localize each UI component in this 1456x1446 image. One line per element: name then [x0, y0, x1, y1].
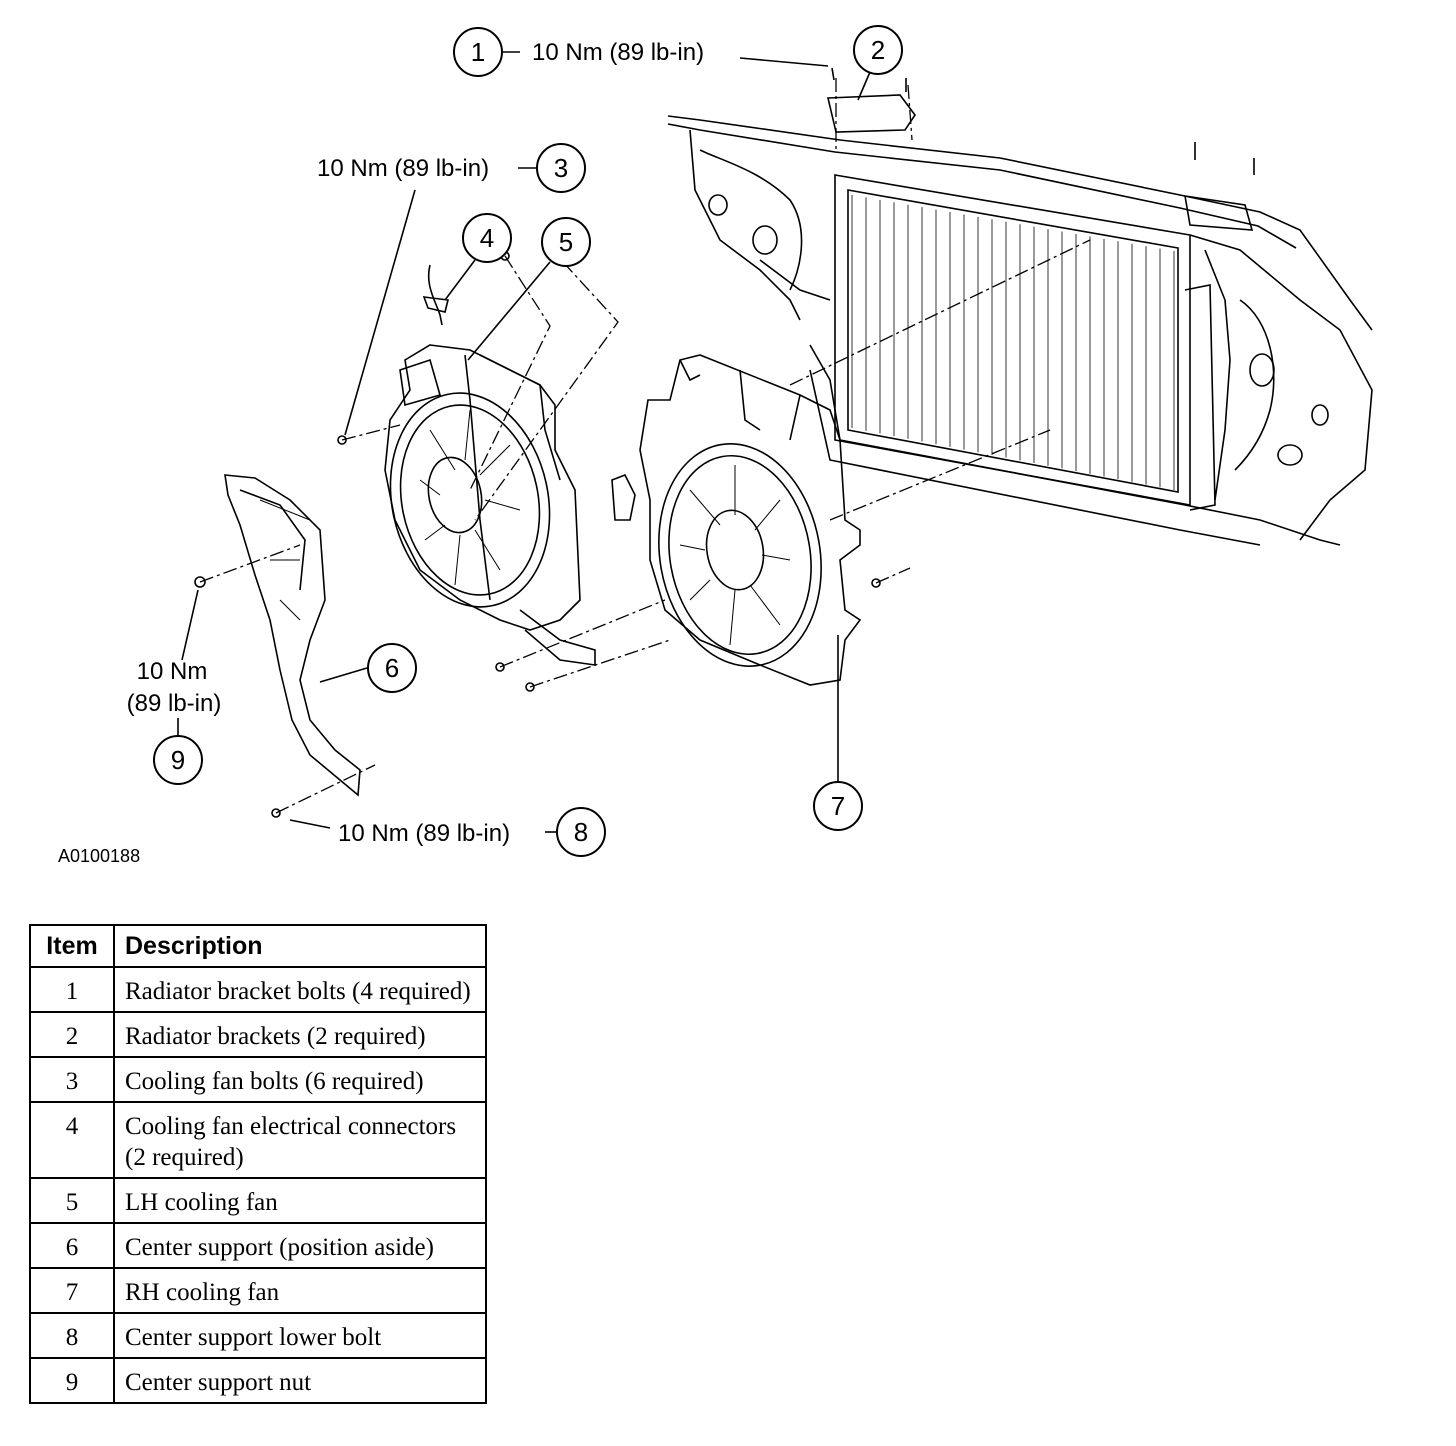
- table-row: 6 Center support (position aside): [29, 1222, 487, 1269]
- legend-item-description: RH cooling fan: [113, 1267, 487, 1314]
- callout-9: 9 10 Nm (89 lb-in): [127, 658, 222, 785]
- legend-item-description: Radiator brackets (2 required): [113, 1011, 487, 1058]
- legend-item-description: Center support nut: [113, 1357, 487, 1404]
- callout-6: 6: [367, 643, 417, 693]
- radiator-core-support: [667, 115, 1373, 546]
- legend-item-description: Center support (position aside): [113, 1222, 487, 1269]
- center-support: [224, 474, 361, 797]
- callout-8-number: 8: [574, 817, 588, 847]
- legend-item-number: 6: [29, 1222, 115, 1269]
- callout-7: 7: [813, 781, 863, 831]
- fasteners: [194, 67, 1255, 818]
- legend-item-description: LH cooling fan: [113, 1177, 487, 1224]
- callout-8: 8 10 Nm (89 lb-in): [338, 807, 606, 857]
- legend-item-number: 8: [29, 1312, 115, 1359]
- callout-leaders: [177, 51, 871, 833]
- legend-item-description: Radiator bracket bolts (4 required): [113, 966, 487, 1013]
- callout-3-torque: 10 Nm (89 lb-in): [317, 155, 489, 182]
- legend-item-number: 9: [29, 1357, 115, 1404]
- callout-4-number: 4: [480, 223, 494, 253]
- legend-item-description: Center support lower bolt: [113, 1312, 487, 1359]
- callout-2-number: 2: [871, 35, 885, 65]
- legend-item-number: 4: [29, 1101, 115, 1179]
- legend-header-item: Item: [29, 924, 115, 968]
- callout-5: 5: [541, 217, 591, 267]
- figure-id: A0100188: [58, 846, 141, 866]
- callout-1: 1 10 Nm (89 lb-in): [453, 27, 704, 77]
- legend-table: Item Description 1 Radiator bracket bolt…: [29, 924, 487, 1404]
- table-row: 3 Cooling fan bolts (6 required): [29, 1056, 487, 1103]
- legend-item-number: 1: [29, 966, 115, 1013]
- table-row: 9 Center support nut: [29, 1357, 487, 1404]
- radiator-fins: [851, 195, 1175, 490]
- legend-item-number: 3: [29, 1056, 115, 1103]
- alignment-lines: [199, 78, 1091, 814]
- rh-cooling-fan: [611, 354, 862, 686]
- legend-item-description: Cooling fan bolts (6 required): [113, 1056, 487, 1103]
- callout-4: 4: [462, 213, 512, 263]
- table-row: 8 Center support lower bolt: [29, 1312, 487, 1359]
- callout-5-number: 5: [559, 227, 573, 257]
- callout-9-torque-line2: (89 lb-in): [127, 690, 222, 717]
- callout-1-torque: 10 Nm (89 lb-in): [532, 39, 704, 66]
- legend-item-number: 2: [29, 1011, 115, 1058]
- legend-header-row: Item Description: [29, 924, 487, 968]
- callout-9-torque-line1: 10 Nm: [137, 658, 208, 685]
- callout-2: 2: [853, 25, 903, 75]
- legend-header-description: Description: [113, 924, 487, 968]
- callout-9-number: 9: [171, 745, 185, 775]
- legend-item-description: Cooling fan electrical connectors (2 req…: [113, 1101, 487, 1179]
- callout-3: 3 10 Nm (89 lb-in): [317, 143, 586, 193]
- callout-6-number: 6: [385, 653, 399, 683]
- table-row: 2 Radiator brackets (2 required): [29, 1011, 487, 1058]
- table-row: 5 LH cooling fan: [29, 1177, 487, 1224]
- exploded-view-diagram: 1 10 Nm (89 lb-in) 2 3 10 Nm (89 lb-in) …: [127, 25, 1373, 857]
- table-row: 1 Radiator bracket bolts (4 required): [29, 966, 487, 1013]
- legend-item-number: 7: [29, 1267, 115, 1314]
- callout-1-number: 1: [471, 37, 485, 67]
- callout-8-torque: 10 Nm (89 lb-in): [338, 820, 510, 847]
- callout-3-number: 3: [554, 153, 568, 183]
- callout-7-number: 7: [831, 791, 845, 821]
- lh-cooling-fan: [384, 344, 596, 666]
- legend-item-number: 5: [29, 1177, 115, 1224]
- table-row: 7 RH cooling fan: [29, 1267, 487, 1314]
- table-row: 4 Cooling fan electrical connectors (2 r…: [29, 1101, 487, 1179]
